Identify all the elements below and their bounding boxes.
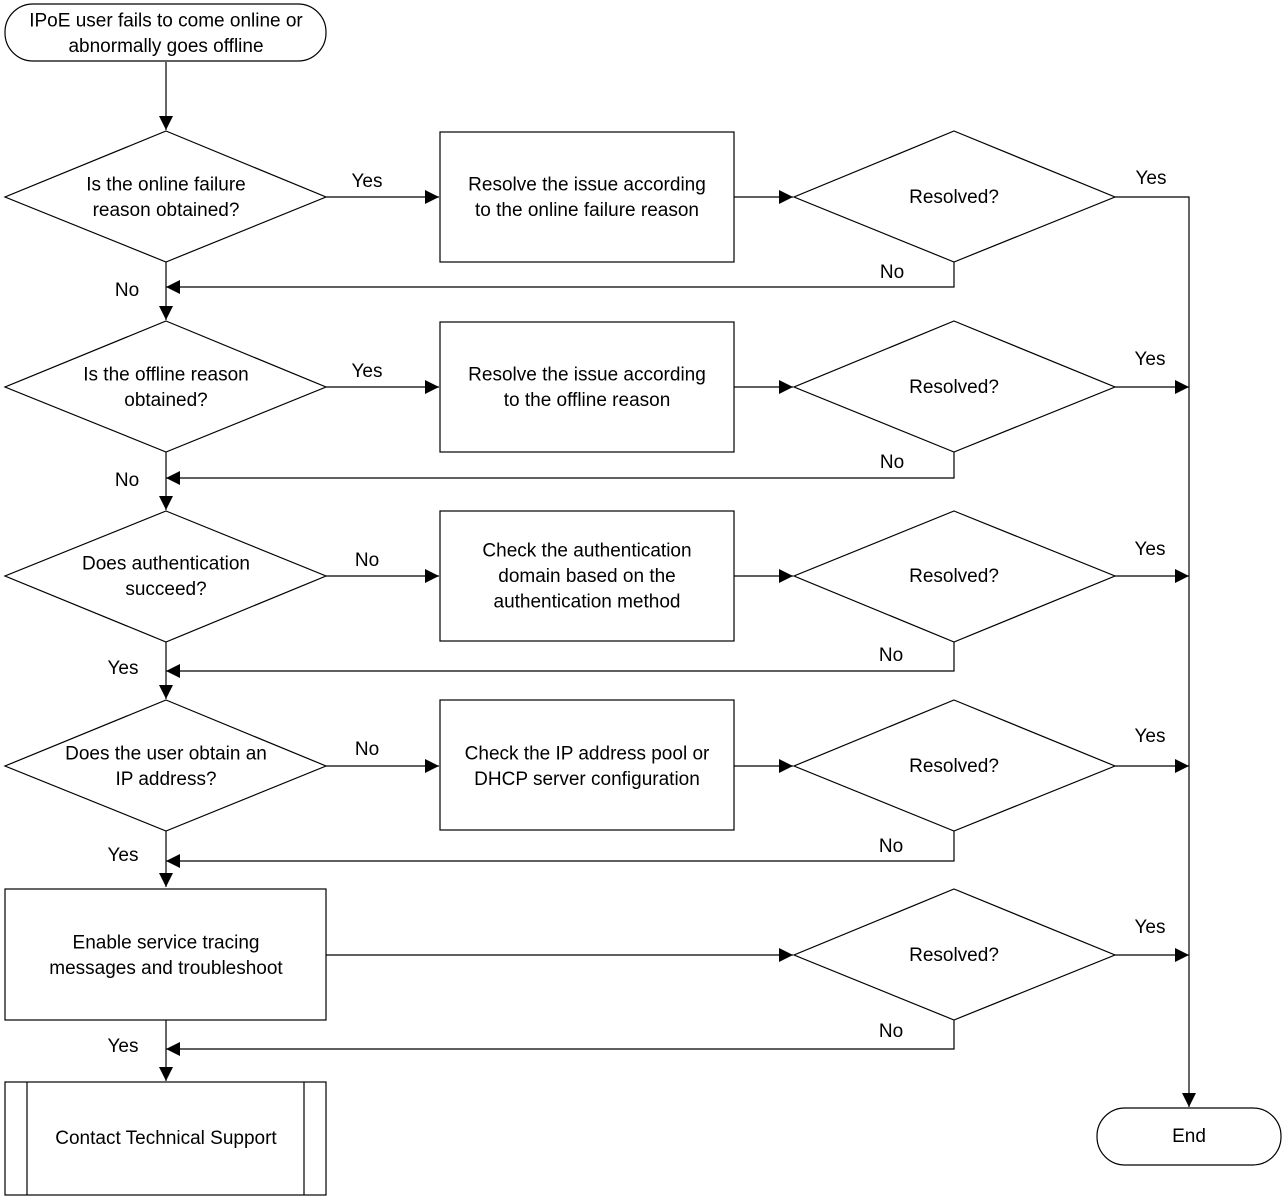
label-d3-no: No xyxy=(355,550,379,571)
decision-authentication-label: Does authentication succeed? xyxy=(82,553,250,600)
edge-r3-no xyxy=(166,642,955,678)
label-r2-yes: Yes xyxy=(1135,349,1166,370)
label-line: IPoE user fails to come online or xyxy=(29,10,303,31)
label-r5-yes: Yes xyxy=(1135,917,1166,938)
process-offline-reason xyxy=(439,321,735,453)
edge-labels: Yes No Yes No Yes No Yes No No Yes Yes N… xyxy=(108,168,1167,1057)
decision-authentication xyxy=(3,510,328,643)
label-p5-yes: Yes xyxy=(108,1036,139,1057)
decision-resolved-1 xyxy=(792,130,1117,263)
label-r1-yes: Yes xyxy=(1136,168,1167,189)
label-line: Resolved? xyxy=(909,566,999,587)
process-online-failure-label: Resolve the issue according to the online… xyxy=(468,174,706,221)
decision-resolved-5-label: Resolved? xyxy=(909,945,999,966)
label-r4-no: No xyxy=(879,836,903,857)
decision-offline-reason-label: Is the offline reason obtained? xyxy=(83,364,248,411)
edge-r5-no xyxy=(166,1020,955,1056)
label-d4-no: No xyxy=(355,739,379,760)
decision-resolved-5 xyxy=(792,888,1117,1021)
label-line: Resolved? xyxy=(909,945,999,966)
decision-ip-address xyxy=(3,699,328,832)
label-d2-no: No xyxy=(115,470,139,491)
edge-r1-no xyxy=(166,262,955,294)
label-r1-no: No xyxy=(880,262,904,283)
label-line: Is the online failure xyxy=(86,174,246,195)
label-line: obtained? xyxy=(124,390,207,411)
label-line: Is the offline reason xyxy=(83,364,248,385)
decision-ip-address-label: Does the user obtain an IP address? xyxy=(65,743,267,790)
label-line: messages and troubleshoot xyxy=(49,958,283,979)
end-label: End xyxy=(1172,1126,1206,1147)
contact-support-box xyxy=(4,1081,327,1196)
end-terminator xyxy=(1096,1107,1282,1166)
label-line: to the offline reason xyxy=(504,390,671,411)
nodes: IPoE user fails to come online or abnorma… xyxy=(3,3,1282,1196)
process-check-ip-pool-label: Check the IP address pool or DHCP server … xyxy=(465,743,710,790)
decision-resolved-2 xyxy=(792,320,1117,453)
label-line: Resolve the issue according xyxy=(468,174,706,195)
label-r3-yes: Yes xyxy=(1135,539,1166,560)
process-offline-reason-label: Resolve the issue according to the offlin… xyxy=(468,364,706,411)
label-line: Contact Technical Support xyxy=(55,1128,277,1149)
label-d1-no: No xyxy=(115,280,139,301)
process-check-ip-pool xyxy=(439,699,735,831)
label-line: reason obtained? xyxy=(93,200,240,221)
decision-online-failure-reason-label: Is the online failure reason obtained? xyxy=(86,174,246,221)
label-d3-yes: Yes xyxy=(108,658,139,679)
process-check-auth-domain xyxy=(439,510,735,642)
decision-resolved-1-label: Resolved? xyxy=(909,187,999,208)
process-check-auth-domain-label: Check the authentication domain based on … xyxy=(482,541,691,613)
edges xyxy=(159,62,1196,1107)
label-line: succeed? xyxy=(125,579,206,600)
process-service-tracing-label: Enable service tracing messages and troub… xyxy=(49,932,283,979)
process-service-tracing xyxy=(4,888,327,1021)
label-d1-yes: Yes xyxy=(352,171,383,192)
decision-online-failure-reason xyxy=(3,130,328,263)
label-line: abnormally goes offline xyxy=(68,36,263,57)
label-line: IP address? xyxy=(115,769,216,790)
label-r4-yes: Yes xyxy=(1135,726,1166,747)
label-d2-yes: Yes xyxy=(352,361,383,382)
label-line: Resolved? xyxy=(909,377,999,398)
label-line: authentication method xyxy=(494,592,681,613)
edge-r2-no xyxy=(166,452,955,485)
contact-support-label: Contact Technical Support xyxy=(55,1128,277,1149)
decision-resolved-3 xyxy=(792,510,1117,643)
label-line: Does the user obtain an xyxy=(65,743,267,764)
label-line: End xyxy=(1172,1126,1206,1147)
decision-resolved-4-label: Resolved? xyxy=(909,756,999,777)
start-label: IPoE user fails to come online or abnorma… xyxy=(29,10,303,57)
edge-r1-yes xyxy=(1115,196,1196,1107)
edge-r4-no xyxy=(166,831,955,868)
label-line: Resolved? xyxy=(909,187,999,208)
decision-offline-reason xyxy=(3,320,328,453)
label-d4-yes: Yes xyxy=(108,845,139,866)
label-line: Enable service tracing xyxy=(73,932,260,953)
process-online-failure xyxy=(439,131,735,263)
decision-resolved-4 xyxy=(792,699,1117,832)
label-line: Resolved? xyxy=(909,756,999,777)
label-line: Check the IP address pool or xyxy=(465,743,710,764)
label-line: to the online failure reason xyxy=(475,200,699,221)
label-line: Does authentication xyxy=(82,553,250,574)
start-terminator xyxy=(4,3,327,62)
label-line: Check the authentication xyxy=(482,541,691,562)
label-line: domain based on the xyxy=(498,566,675,587)
label-r3-no: No xyxy=(879,645,903,666)
decision-resolved-2-label: Resolved? xyxy=(909,377,999,398)
label-line: DHCP server configuration xyxy=(474,769,700,790)
label-line: Resolve the issue according xyxy=(468,364,706,385)
decision-resolved-3-label: Resolved? xyxy=(909,566,999,587)
label-r2-no: No xyxy=(880,452,904,473)
label-r5-no: No xyxy=(879,1021,903,1042)
